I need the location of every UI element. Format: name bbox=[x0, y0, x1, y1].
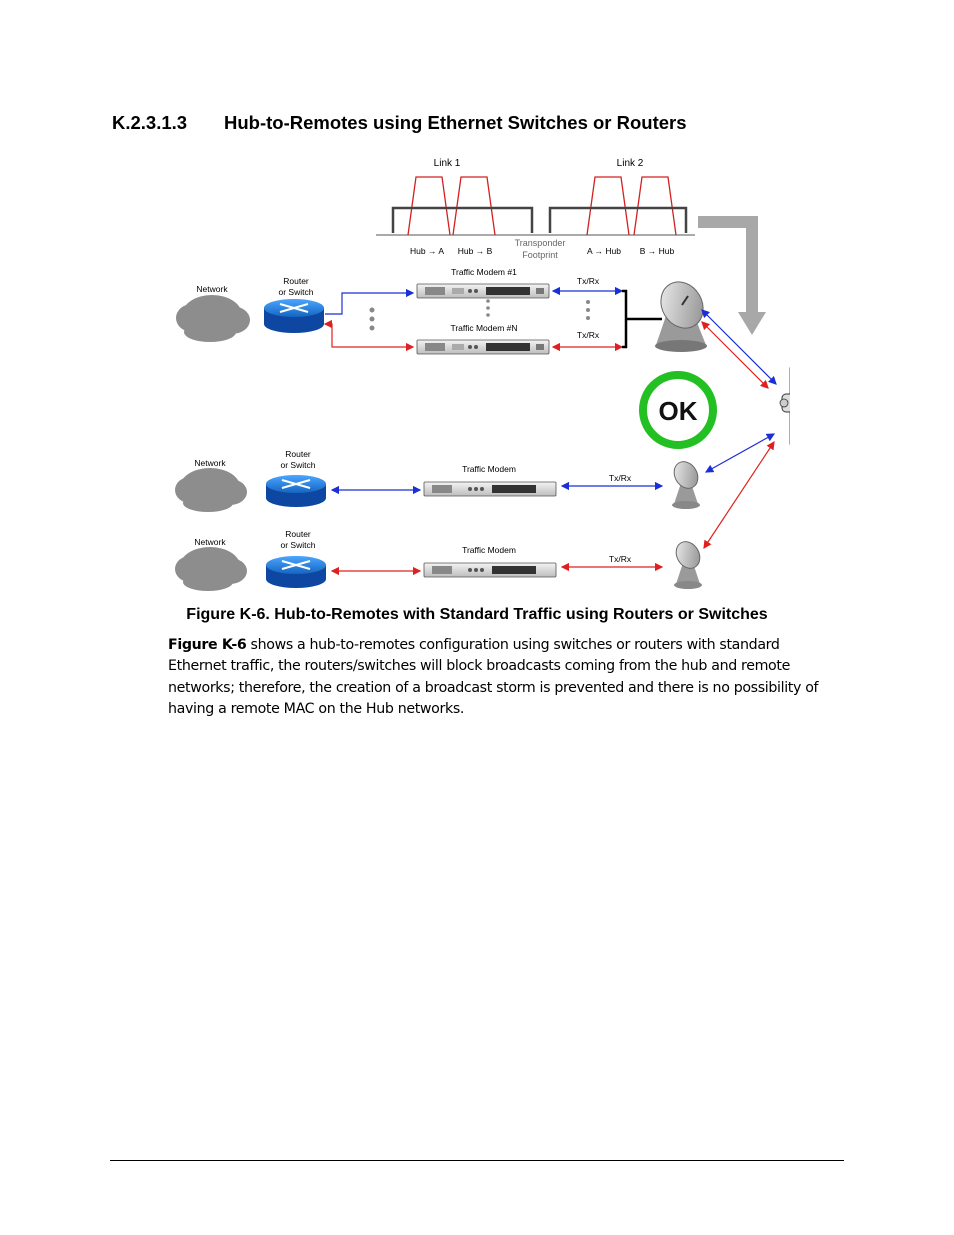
hub-network-label: Network bbox=[196, 284, 228, 294]
hub-ellipsis-dots bbox=[369, 299, 590, 331]
traffic-modem-1 bbox=[416, 283, 550, 299]
hub-network-cloud bbox=[176, 295, 250, 342]
hub-router-label-2: or Switch bbox=[279, 287, 314, 297]
traffic-modem-1-label: Traffic Modem #1 bbox=[451, 267, 517, 277]
hub-to-b-label: Hub → B bbox=[458, 246, 493, 256]
paragraph-line-2: Ethernet traffic, the routers/switches w… bbox=[168, 658, 790, 675]
ok-status-badge: OK bbox=[639, 371, 717, 449]
hub-txrx-label-1: Tx/Rx bbox=[577, 276, 600, 286]
footprint-arrow bbox=[698, 216, 766, 335]
remote-b-sat-link bbox=[703, 440, 775, 550]
footprint-label: Footprint bbox=[522, 250, 558, 260]
section-title: Hub-to-Remotes using Ethernet Switches o… bbox=[224, 112, 687, 133]
paragraph-line-4: having a remote MAC on the Hub networks. bbox=[168, 700, 465, 717]
remote-b-router-label-2: or Switch bbox=[281, 540, 316, 550]
link1-label: Link 1 bbox=[434, 158, 461, 169]
transponder-bracket-2 bbox=[548, 206, 688, 233]
remote-a-antenna-icon bbox=[672, 461, 700, 509]
remote-a-router-label-2: or Switch bbox=[281, 460, 316, 470]
hub-antenna-icon bbox=[655, 281, 707, 352]
body-paragraph: Figure K-6 shows a hub-to-remotes config… bbox=[168, 635, 848, 720]
remote-b-modem-label: Traffic Modem bbox=[462, 545, 516, 555]
remote-b-router-icon bbox=[266, 556, 326, 588]
paragraph-line-3: networks; therefore, the creation of a b… bbox=[168, 679, 819, 696]
traffic-modem-n bbox=[416, 339, 550, 355]
hub-feed-bracket bbox=[622, 289, 628, 349]
hub-link-blue bbox=[325, 288, 415, 315]
hub-router-icon bbox=[264, 299, 324, 333]
remote-a-traffic-modem bbox=[423, 481, 557, 497]
b-to-hub-label: B → Hub bbox=[640, 246, 675, 256]
transponder-bracket-1 bbox=[391, 206, 534, 233]
hub-sat-link-blue bbox=[701, 309, 777, 385]
hub-sat-link-red bbox=[701, 321, 769, 389]
satellite-icon bbox=[779, 367, 790, 445]
section-heading: K.2.3.1.3 Hub-to-Remotes using Ethernet S… bbox=[112, 112, 687, 134]
carrier-spectrum-link1 bbox=[407, 176, 496, 236]
remote-b-traffic-modem bbox=[423, 562, 557, 578]
remote-b-network-label: Network bbox=[194, 537, 226, 547]
footer-rule bbox=[110, 1160, 844, 1161]
paragraph-line-1: shows a hub-to-remotes configuration usi… bbox=[246, 637, 780, 653]
remote-b-antenna-icon bbox=[674, 541, 702, 589]
traffic-modem-n-label: Traffic Modem #N bbox=[450, 323, 517, 333]
figure-reference-link[interactable]: Figure K-6 bbox=[168, 637, 247, 653]
remote-a-router-icon bbox=[266, 475, 326, 507]
remote-b-network-cloud bbox=[175, 547, 247, 591]
section-number: K.2.3.1.3 bbox=[112, 112, 188, 133]
hub-router-label-1: Router bbox=[283, 276, 309, 286]
transponder-label: Transponder bbox=[515, 238, 566, 248]
carrier-spectrum-link2 bbox=[586, 176, 677, 236]
link2-label: Link 2 bbox=[617, 158, 644, 169]
hub-to-a-label: Hub → A bbox=[410, 246, 444, 256]
network-diagram: Link 1 Link 2 Hub → A Hub → B Transponde… bbox=[175, 158, 790, 591]
remote-a-network-cloud bbox=[175, 468, 247, 512]
hub-txrx-label-2: Tx/Rx bbox=[577, 330, 600, 340]
remote-a-modem-label: Traffic Modem bbox=[462, 464, 516, 474]
a-to-hub-label: A → Hub bbox=[587, 246, 621, 256]
hub-link-red bbox=[323, 319, 415, 352]
remote-a-network-label: Network bbox=[194, 458, 226, 468]
remote-a-sat-link bbox=[704, 433, 776, 473]
remote-a-router-label-1: Router bbox=[285, 449, 311, 459]
remote-b-router-label-1: Router bbox=[285, 529, 311, 539]
figure-caption: Figure K-6. Hub-to-Remotes with Standard… bbox=[186, 606, 768, 623]
remote-b-txrx-label: Tx/Rx bbox=[609, 554, 632, 564]
ok-label: OK bbox=[659, 396, 698, 426]
remote-a-txrx-label: Tx/Rx bbox=[609, 473, 632, 483]
